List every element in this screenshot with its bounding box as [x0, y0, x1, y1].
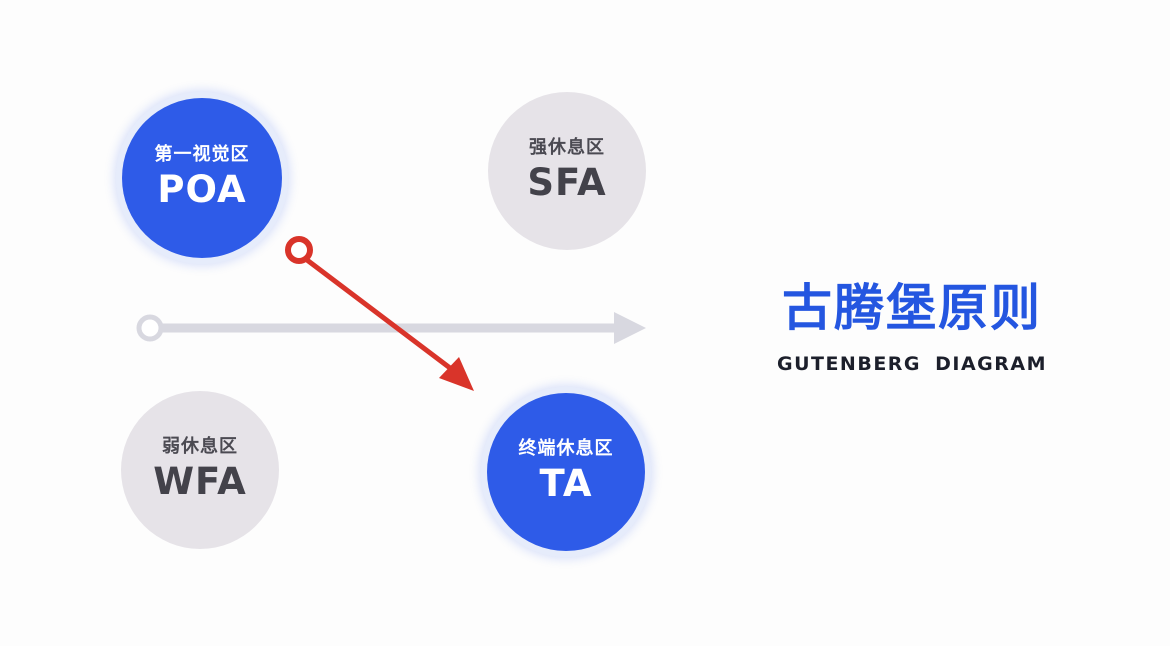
- zone-poa-circle: 第一视觉区 POA: [122, 98, 282, 258]
- zone-ta-label: 终端休息区: [518, 438, 614, 459]
- zone-sfa-label: 强休息区: [529, 137, 605, 158]
- zone-ta-code: TA: [539, 462, 593, 505]
- axis-start-node: [136, 314, 164, 342]
- zone-poa-label: 第一视觉区: [154, 144, 250, 165]
- diagram-title-block: 古腾堡原则 GUTENBERG DIAGRAM: [762, 276, 1062, 376]
- reading-flow-arrowhead: [439, 357, 474, 391]
- reading-flow-line: [304, 257, 457, 374]
- zone-sfa-code: SFA: [527, 161, 607, 204]
- zone-wfa-label: 弱休息区: [162, 436, 238, 457]
- reading-flow-start-node: [285, 236, 313, 264]
- zone-wfa-code: WFA: [153, 460, 247, 503]
- zone-wfa-circle: 弱休息区 WFA: [121, 391, 279, 549]
- zone-sfa-circle: 强休息区 SFA: [488, 92, 646, 250]
- zone-poa-code: POA: [157, 168, 247, 211]
- title-english: GUTENBERG DIAGRAM: [776, 353, 1048, 375]
- axis-arrowhead: [614, 312, 646, 344]
- zone-ta-circle: 终端休息区 TA: [487, 393, 645, 551]
- title-chinese: 古腾堡原则: [782, 279, 1042, 337]
